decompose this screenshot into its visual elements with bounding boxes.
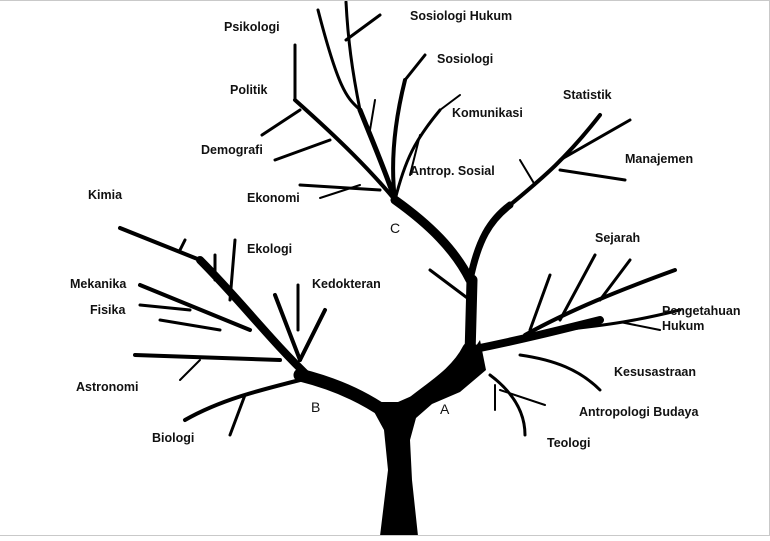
- right-upper-branches: [508, 113, 632, 207]
- label-demografi: Demografi: [201, 143, 263, 157]
- label-politik: Politik: [230, 83, 268, 97]
- label-antropologi-budaya: Antropologi Budaya: [579, 405, 699, 419]
- label-kedokteran: Kedokteran: [312, 277, 381, 291]
- label-komunikasi: Komunikasi: [452, 106, 523, 120]
- label-mekanika: Mekanika: [70, 277, 127, 291]
- label-kimia: Kimia: [88, 188, 123, 202]
- label-hukum: Hukum: [662, 319, 704, 333]
- label-kesusastraan: Kesusastraan: [614, 365, 696, 379]
- label-antrop-sosial: Antrop. Sosial: [410, 164, 495, 178]
- label-statistik: Statistik: [563, 88, 612, 102]
- label-ekologi: Ekologi: [247, 242, 292, 256]
- upper-branches: [260, 0, 461, 203]
- main-branches: [293, 195, 604, 428]
- node-a: A: [440, 401, 450, 417]
- label-manajemen: Manajemen: [625, 152, 693, 166]
- label-teologi: Teologi: [547, 436, 591, 450]
- label-biologi: Biologi: [152, 431, 194, 445]
- label-pengetahuan: Pengetahuan: [662, 304, 741, 318]
- label-fisika: Fisika: [90, 303, 126, 317]
- label-sosiologi: Sosiologi: [437, 52, 493, 66]
- label-ekonomi: Ekonomi: [247, 191, 300, 205]
- label-psikologi: Psikologi: [224, 20, 280, 34]
- node-b: B: [311, 399, 320, 415]
- right-lower-branches: [428, 253, 682, 437]
- tree-trunk: [360, 340, 486, 536]
- left-branches: [118, 226, 327, 437]
- label-sejarah: Sejarah: [595, 231, 640, 245]
- top-border: [0, 0, 770, 1]
- node-c: C: [390, 220, 400, 236]
- label-sosiologi-hukum: Sosiologi Hukum: [410, 9, 512, 23]
- label-astronomi: Astronomi: [76, 380, 139, 394]
